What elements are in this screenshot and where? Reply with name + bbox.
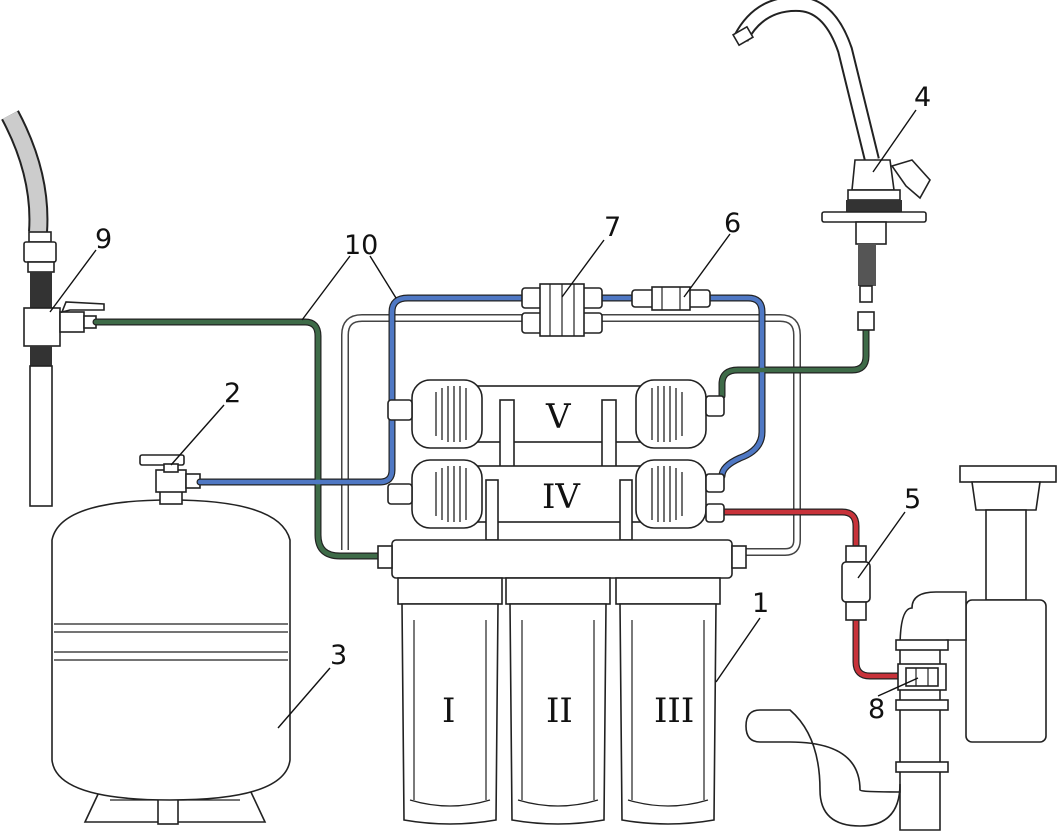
inlet-valve-assembly <box>1 110 105 507</box>
callout-labels: 1 2 3 4 5 6 7 8 9 10 <box>95 82 931 725</box>
storage-tank <box>51 454 291 825</box>
stage-label-3: III <box>654 691 694 731</box>
callout-9: 9 <box>95 224 112 255</box>
blue-tube-tank <box>197 417 395 485</box>
callout-10: 10 <box>344 230 378 261</box>
callout-8: 8 <box>868 694 885 725</box>
green-tube-inlet <box>93 319 388 559</box>
flow-restrictor <box>841 545 871 621</box>
callout-6: 6 <box>724 208 741 239</box>
inline-filter <box>521 283 603 337</box>
callout-3: 3 <box>330 640 347 671</box>
stage-label-2: II <box>546 691 573 731</box>
leader-lines <box>49 109 919 729</box>
callout-2: 2 <box>224 378 241 409</box>
red-tube-drain-upper <box>721 509 859 551</box>
callout-5: 5 <box>904 484 921 515</box>
callout-4: 4 <box>914 82 931 113</box>
drain-siphon <box>745 465 1057 831</box>
blue-tube-right <box>705 295 765 479</box>
stage-label-1: I <box>442 691 455 731</box>
stage-label-5: V <box>545 397 572 437</box>
membrane-housings <box>387 379 725 541</box>
faucet <box>731 0 931 331</box>
colored-tubes <box>93 295 901 679</box>
blue-tube-top <box>389 295 528 409</box>
callout-1: 1 <box>752 588 769 619</box>
prefilter-housings <box>377 539 747 825</box>
stage-label-4: IV <box>542 477 581 517</box>
green-tube-faucet <box>719 327 869 399</box>
stage-labels: I II III IV V <box>442 397 694 731</box>
red-tube-drain-lower <box>853 617 901 679</box>
check-valve <box>631 286 711 311</box>
mounting-frame <box>341 314 801 556</box>
callout-7: 7 <box>604 212 621 243</box>
